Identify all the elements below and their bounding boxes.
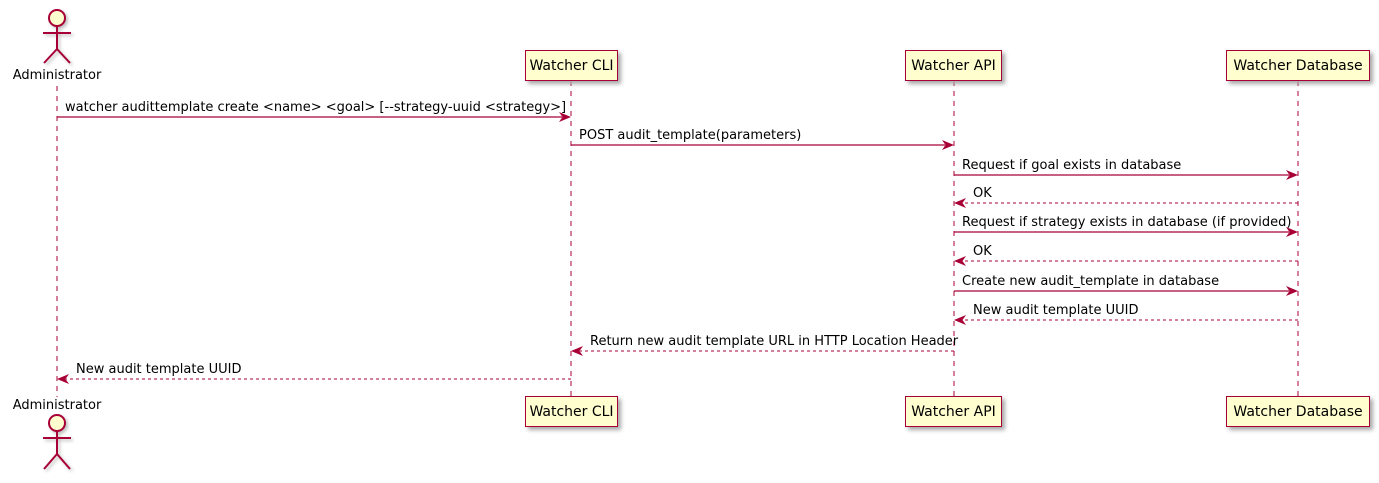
message-label-2: POST audit_template(parameters) [579,128,802,143]
participant-watcher-cli-bottom: Watcher CLI [525,396,618,427]
message-arrowhead-2 [942,140,954,150]
administrator-label-bottom: Administrator [12,398,102,413]
message-arrowhead-9 [571,346,583,356]
message-label-4: OK [973,186,992,201]
participant-watcher-api-top: Watcher API [905,50,1002,81]
administrator-label-top: Administrator [12,68,102,83]
message-label-7: Create new audit_template in database [962,274,1220,289]
message-label-5: Request if strategy exists in database (… [962,215,1292,230]
message-arrowhead-5 [1286,227,1298,237]
participant-watcher-cli-top: Watcher CLI [525,50,618,81]
message-label-8: New audit template UUID [973,303,1139,318]
message-arrowhead-6 [954,256,966,266]
message-arrowhead-3 [1286,170,1298,180]
administrator-actor-bottom-icon [43,414,71,470]
message-label-9: Return new audit template URL in HTTP Lo… [590,334,959,349]
message-label-3: Request if goal exists in database [962,158,1182,173]
participant-watcher-api-bottom: Watcher API [905,396,1002,427]
message-arrowhead-1 [559,112,571,122]
participant-watcher-database-top: Watcher Database [1226,50,1370,81]
message-label-1: watcher audittemplate create <name> <goa… [65,100,567,115]
administrator-actor-top-icon [43,9,71,64]
message-arrowhead-10 [57,374,69,384]
message-label-6: OK [973,244,992,259]
message-label-10: New audit template UUID [76,362,242,377]
participant-watcher-database-bottom: Watcher Database [1226,396,1370,427]
message-arrowhead-8 [954,315,966,325]
message-arrowhead-7 [1286,286,1298,296]
message-arrowhead-4 [954,198,966,208]
